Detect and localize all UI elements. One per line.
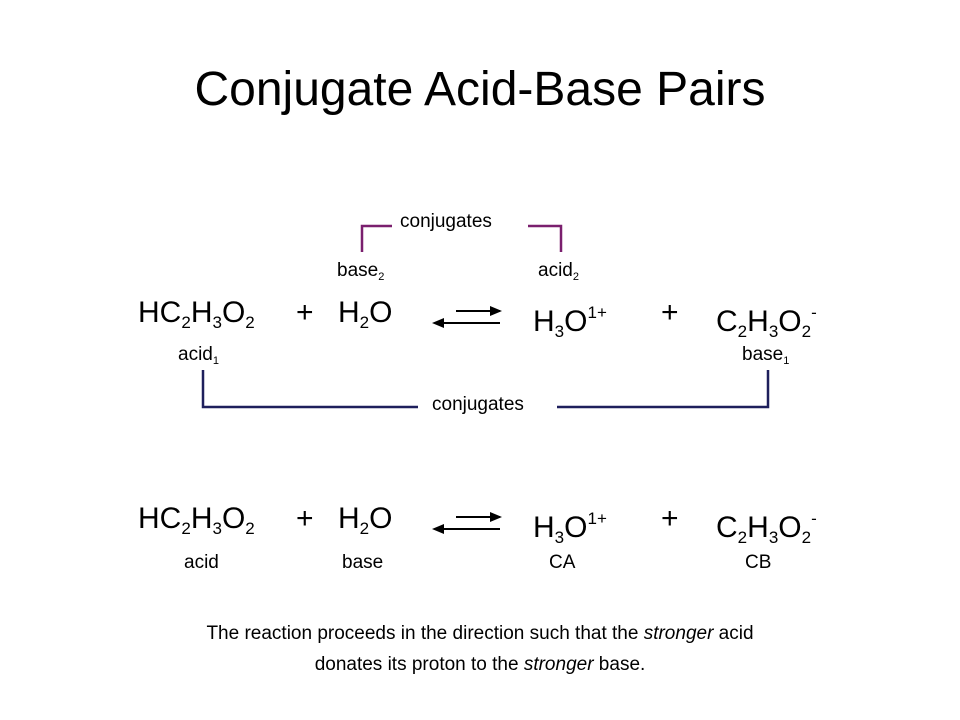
- equilibrium-arrow-2: [432, 512, 502, 534]
- eq1-plus-2: +: [661, 296, 679, 329]
- label-acid1: acid1: [178, 344, 219, 367]
- bottom-conjugates-bracket-left: [201, 370, 418, 409]
- eq1-acetic-acid: HC2H3O2: [138, 296, 255, 332]
- eq2-plus-1: +: [296, 502, 314, 535]
- eq2-water: H2O: [338, 502, 393, 538]
- bottom-conjugates-bracket-right: [557, 370, 770, 409]
- top-conjugates-bracket-right: [528, 224, 563, 252]
- label-acid2: acid2: [538, 260, 579, 283]
- eq1-hydronium: H3O1+: [533, 303, 607, 341]
- eq2-acetic-acid: HC2H3O2: [138, 502, 255, 538]
- bottom-conjugates-label: conjugates: [432, 394, 524, 415]
- top-conjugates-bracket: [360, 224, 392, 252]
- eq2-hydronium: H3O1+: [533, 509, 607, 547]
- note-line-1: The reaction proceeds in the direction s…: [206, 623, 754, 644]
- explanation-note: The reaction proceeds in the direction s…: [0, 618, 960, 680]
- eq1-plus-1: +: [296, 296, 314, 329]
- note-line-2: donates its proton to the stronger base.: [314, 654, 646, 675]
- label-base1: base1: [742, 344, 790, 367]
- label-cb: CB: [745, 552, 772, 573]
- label-base: base: [342, 552, 384, 573]
- label-acid: acid: [184, 552, 219, 573]
- eq1-water: H2O: [338, 296, 393, 332]
- label-ca: CA: [549, 552, 576, 573]
- eq2-acetate: C2H3O2-: [716, 509, 817, 547]
- eq2-plus-2: +: [661, 502, 679, 535]
- top-conjugates-label: conjugates: [400, 211, 492, 232]
- slide-title: Conjugate Acid-Base Pairs: [194, 63, 766, 116]
- equilibrium-arrow-1: [432, 306, 502, 328]
- label-base2: base2: [337, 260, 385, 283]
- eq1-acetate: C2H3O2-: [716, 303, 817, 341]
